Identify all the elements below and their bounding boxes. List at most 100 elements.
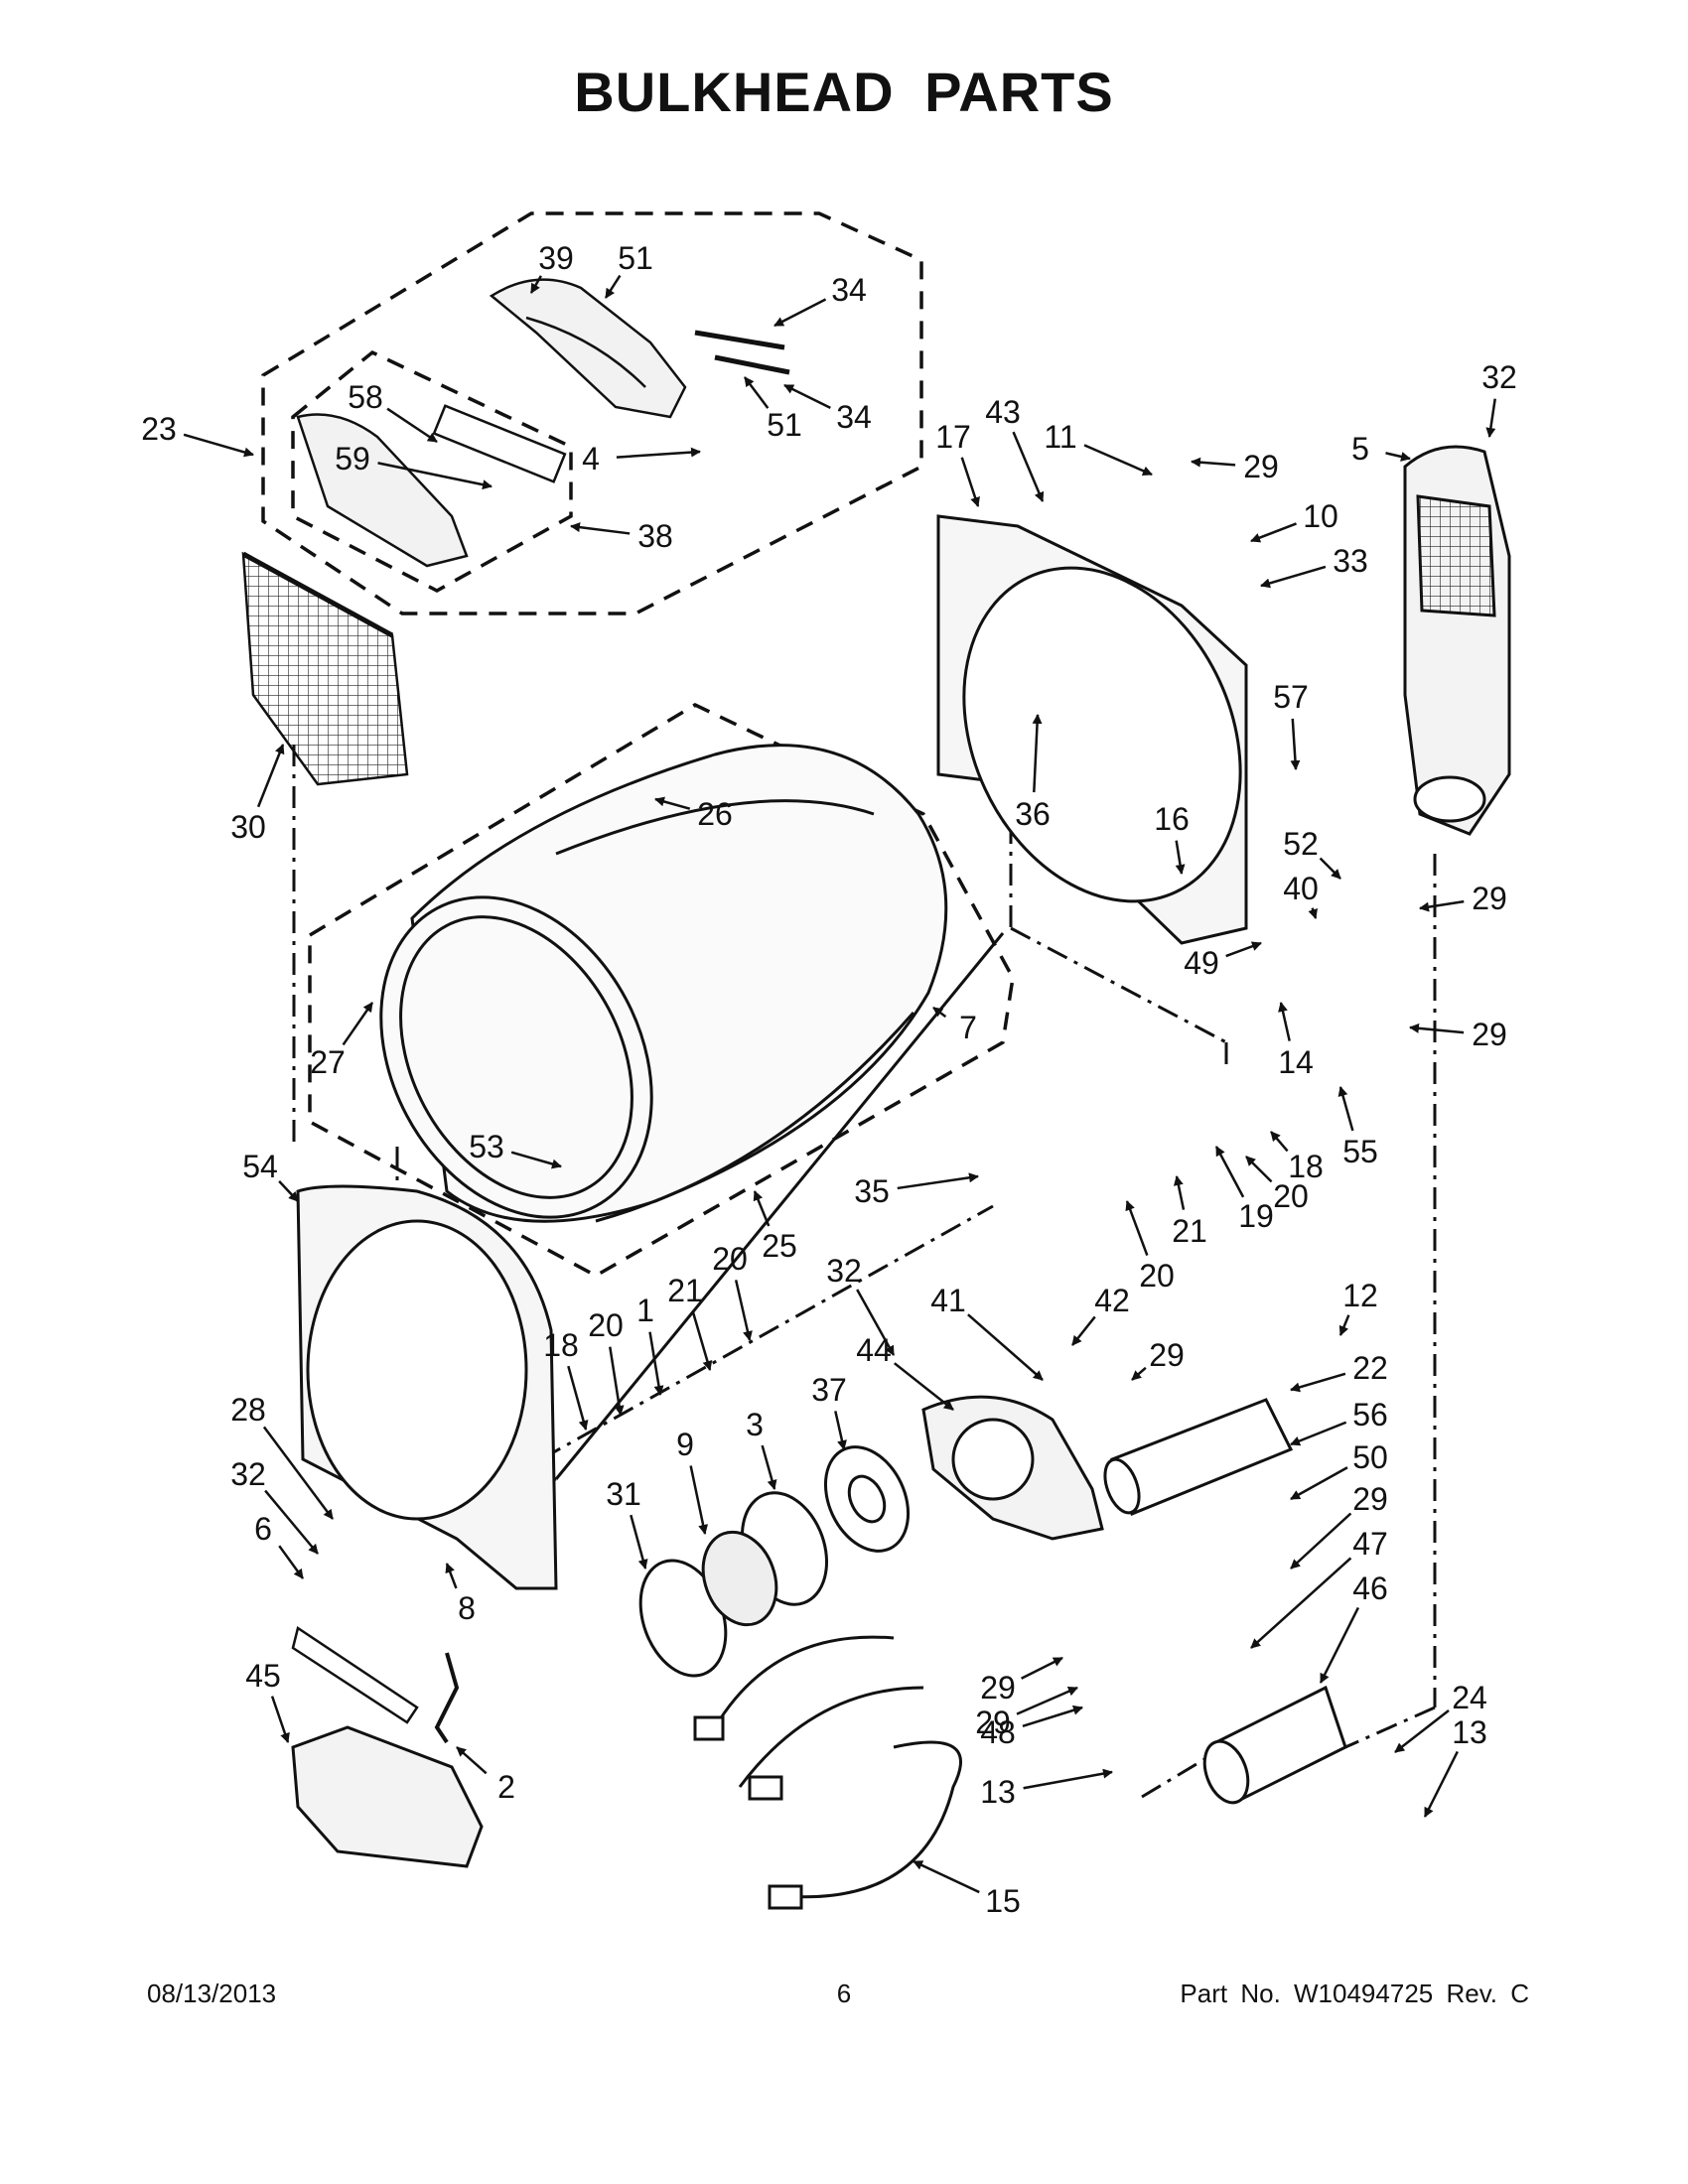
callout-18: 18 xyxy=(543,1327,589,1431)
callout-leader xyxy=(1278,1002,1291,1041)
callout-leader xyxy=(264,1489,319,1555)
callout-number: 29 xyxy=(1472,881,1507,916)
callout-leader xyxy=(278,1545,305,1579)
callout-12: 12 xyxy=(1338,1278,1378,1336)
callout-54: 54 xyxy=(242,1149,299,1202)
callout-number: 20 xyxy=(1139,1258,1175,1294)
bracket-2-part xyxy=(434,1652,460,1744)
callout-leader xyxy=(567,1365,589,1431)
callout-number: 7 xyxy=(959,1010,977,1045)
wire-harness-part xyxy=(693,1635,962,1910)
callout-leader xyxy=(1319,857,1341,880)
callout-leader xyxy=(1173,1175,1186,1210)
callout-number: 13 xyxy=(1452,1714,1487,1750)
callout-number: 54 xyxy=(242,1149,278,1184)
page-title: BULKHEAD PARTS xyxy=(574,61,1114,123)
callout-number: 32 xyxy=(230,1456,266,1492)
callout-52: 52 xyxy=(1283,826,1341,880)
callout-number: 55 xyxy=(1342,1134,1378,1169)
callout-57: 57 xyxy=(1273,679,1309,770)
callout-number: 42 xyxy=(1094,1283,1130,1318)
callout-leader xyxy=(1270,1131,1289,1153)
callout-leader xyxy=(1214,1146,1245,1198)
callout-leader xyxy=(1290,1466,1348,1501)
callout-leader xyxy=(1319,1606,1360,1684)
callout-8: 8 xyxy=(445,1563,476,1626)
heater-tube-part xyxy=(1103,1398,1294,1516)
callout-number: 10 xyxy=(1303,498,1338,534)
callout-number: 23 xyxy=(141,411,177,447)
callout-51: 51 xyxy=(604,240,653,299)
blower-wheel-part xyxy=(823,1445,911,1553)
lint-duct-part xyxy=(296,413,469,568)
sensor-strip-part xyxy=(432,404,567,483)
callout-number: 6 xyxy=(254,1511,272,1547)
callout-33: 33 xyxy=(1260,543,1368,589)
callout-45: 45 xyxy=(245,1658,290,1743)
callout-leader xyxy=(913,1859,980,1894)
callout-leader xyxy=(774,298,827,328)
lint-screen-part xyxy=(241,551,409,786)
callout-leader xyxy=(256,744,285,808)
callout-leader xyxy=(960,457,980,507)
callout-number: 16 xyxy=(1154,801,1190,837)
callout-19: 19 xyxy=(1214,1146,1274,1234)
callout-58: 58 xyxy=(348,379,438,444)
callout-leader xyxy=(1125,1200,1149,1257)
callout-leader xyxy=(1022,1705,1083,1727)
callout-leader xyxy=(1290,718,1301,770)
callout-number: 31 xyxy=(606,1476,641,1512)
callout-number: 29 xyxy=(975,1705,1011,1740)
callout-leader xyxy=(1016,1686,1078,1715)
callout-56: 56 xyxy=(1290,1397,1388,1446)
heater-housing-part xyxy=(1202,1685,1347,1805)
outline-drum-assembly xyxy=(308,703,1015,1279)
callout-23: 23 xyxy=(141,411,254,458)
callout-42: 42 xyxy=(1071,1283,1130,1346)
callout-leader xyxy=(1012,431,1045,502)
callout-leader xyxy=(1083,444,1153,477)
callout-number: 22 xyxy=(1352,1350,1388,1386)
callout-number: 53 xyxy=(469,1129,504,1164)
callout-leader xyxy=(1290,1421,1347,1446)
callout-leader xyxy=(1485,398,1496,438)
callout-number: 45 xyxy=(245,1658,281,1694)
callout-leader xyxy=(1290,1372,1346,1393)
callout-leader xyxy=(445,1563,458,1589)
callout-leader xyxy=(1260,565,1327,589)
callout-leader xyxy=(386,407,438,444)
callout-leader xyxy=(753,1190,771,1227)
callout-29: 29 xyxy=(1290,1481,1388,1570)
callout-44: 44 xyxy=(856,1332,954,1411)
callout-number: 20 xyxy=(1273,1178,1309,1214)
callout-29: 29 xyxy=(1131,1337,1185,1381)
callout-leader xyxy=(856,1289,896,1356)
callout-leader xyxy=(894,1362,954,1411)
callout-leader xyxy=(897,1172,979,1190)
callout-leader xyxy=(834,1411,847,1450)
callout-number: 50 xyxy=(1352,1439,1388,1475)
callout-leader xyxy=(691,1310,713,1371)
callout-number: 32 xyxy=(1481,359,1517,395)
callout-number: 59 xyxy=(335,441,370,477)
callout-2: 2 xyxy=(456,1746,515,1805)
top-duct-part xyxy=(489,278,687,419)
callout-29: 29 xyxy=(975,1686,1078,1740)
callout-number: 8 xyxy=(458,1590,476,1626)
callout-leader xyxy=(1290,1512,1352,1570)
callout-number: 47 xyxy=(1352,1526,1388,1562)
callout-leader xyxy=(1409,1023,1465,1034)
callout-7: 7 xyxy=(932,1006,977,1045)
callout-21: 21 xyxy=(667,1273,713,1371)
callout-26: 26 xyxy=(654,796,733,832)
callout-4: 4 xyxy=(582,441,701,477)
callout-5: 5 xyxy=(1351,431,1411,467)
callout-32: 32 xyxy=(1481,359,1517,438)
callout-leader xyxy=(342,1002,374,1046)
lower-duct-part xyxy=(291,1725,484,1868)
callout-number: 29 xyxy=(1149,1337,1185,1373)
callout-leader xyxy=(1308,907,1318,919)
callout-43: 43 xyxy=(985,394,1045,502)
callout-number: 12 xyxy=(1342,1278,1378,1313)
